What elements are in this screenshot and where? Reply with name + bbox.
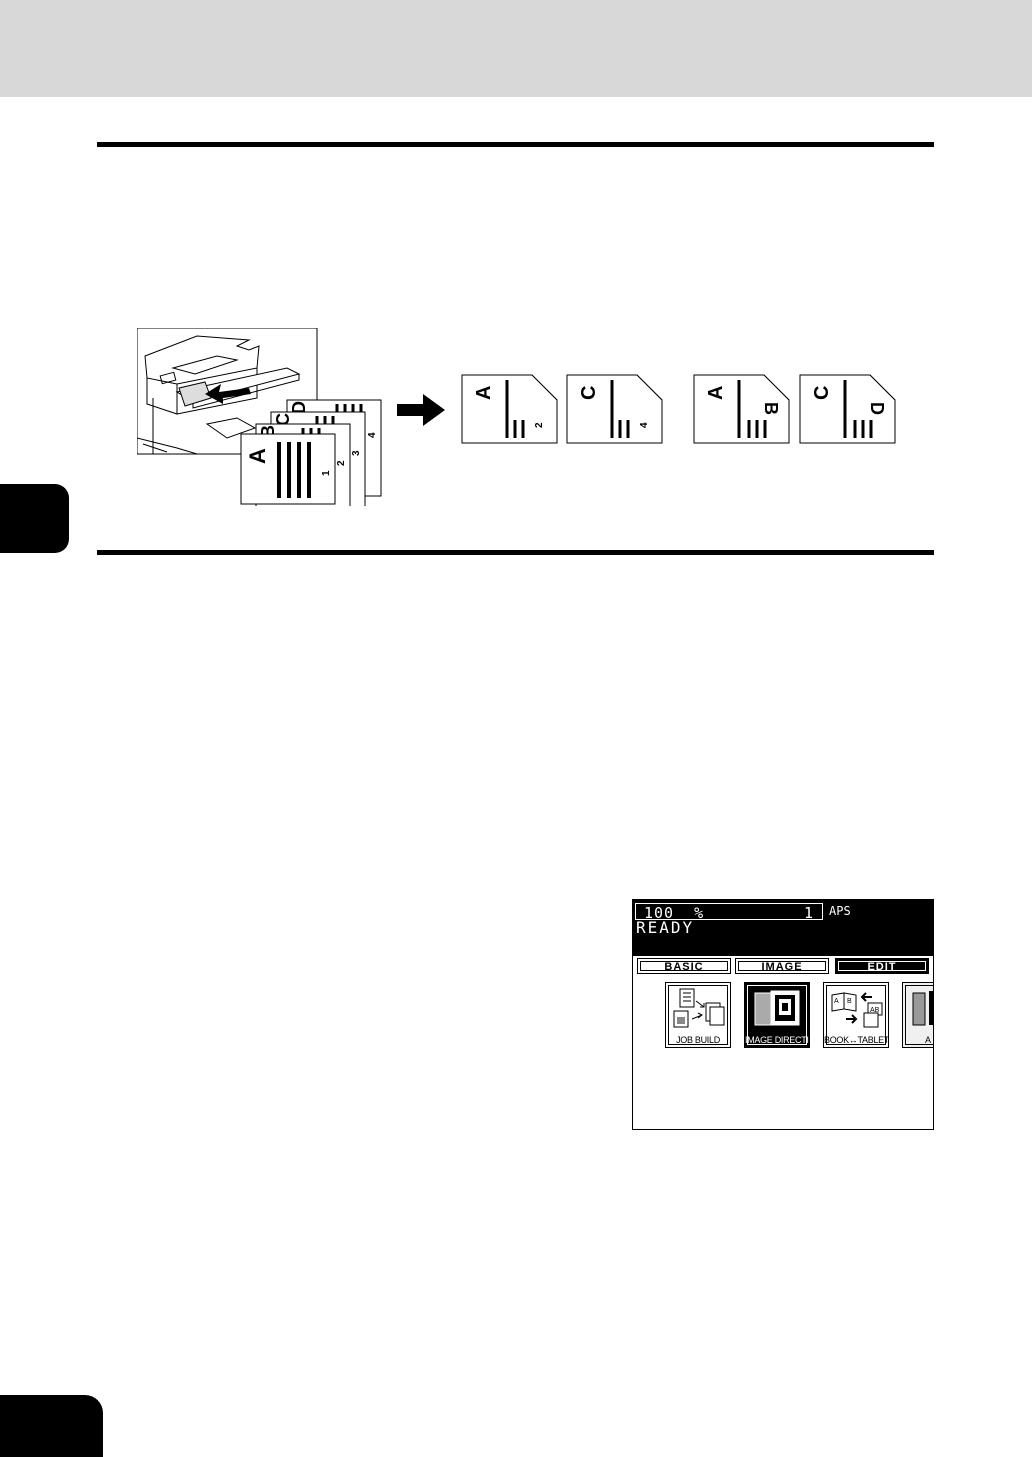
tab-edit-label: EDIT xyxy=(838,961,926,973)
annotation-icon xyxy=(912,991,933,1026)
output-sheet-2: C 4 xyxy=(566,374,663,444)
reproduction-ratio-box: 100 % 1 xyxy=(635,903,823,922)
paper-mode-label: APS xyxy=(829,904,851,918)
job-build-icon xyxy=(673,988,725,1028)
copier-feeder-drawing xyxy=(137,328,318,455)
book-tablet-icon: A B AB xyxy=(831,992,883,1028)
output-sheet-1: A 2 xyxy=(461,374,558,444)
tab-basic-label: BASIC xyxy=(640,961,728,973)
output-sheet-4: C D xyxy=(799,374,896,444)
output-back-letter-4: D xyxy=(867,402,887,415)
svg-text:B: B xyxy=(847,998,852,1005)
image-direction-button[interactable]: IMAGE DIRECTION xyxy=(744,982,810,1048)
panel-status-area: 100 % 1 APS READY xyxy=(633,900,933,956)
reproduction-ratio: 100 % xyxy=(644,904,705,922)
annotation-label: A xyxy=(925,1035,931,1045)
original-number-1: 1 xyxy=(321,470,332,476)
feed-arrow-icon xyxy=(205,384,251,404)
output-back-number-2: 4 xyxy=(639,422,650,428)
tab-image[interactable]: IMAGE xyxy=(735,958,829,974)
output-front-letter-4: C xyxy=(811,386,833,400)
right-arrow-icon xyxy=(397,394,445,426)
book-tablet-button[interactable]: A B AB BOOK↔TABLET xyxy=(823,982,889,1048)
chapter-side-tab xyxy=(0,484,69,553)
original-letter-1: A xyxy=(245,448,270,464)
copier-control-panel: 100 % 1 APS READY BASIC IMAGE EDIT JOB B… xyxy=(632,899,934,1130)
svg-text:AB: AB xyxy=(870,1007,880,1014)
original-letter-4: D xyxy=(289,401,309,414)
output-front-letter-1: A xyxy=(473,386,495,400)
original-page-1: A 1 xyxy=(240,433,336,505)
tab-image-label: IMAGE xyxy=(738,961,826,973)
svg-text:A: A xyxy=(834,998,839,1005)
job-build-label: JOB BUILD xyxy=(676,1035,720,1045)
copy-count: 1 xyxy=(804,904,814,922)
book-tablet-label: BOOK↔TABLET xyxy=(824,1035,889,1045)
image-direction-icon xyxy=(754,990,800,1026)
annotation-button[interactable]: A xyxy=(902,982,933,1048)
page-number-tab xyxy=(0,1395,103,1457)
duplex-illustration: D 4 C 3 B 2 A 1 A 2 C 4 A xyxy=(137,328,896,506)
job-build-button[interactable]: JOB BUILD xyxy=(665,982,731,1048)
output-front-letter-3: A xyxy=(705,386,727,400)
tab-basic[interactable]: BASIC xyxy=(637,958,731,974)
original-letter-3: C xyxy=(273,413,293,426)
output-back-letter-3: B xyxy=(761,402,781,415)
section-rule-middle xyxy=(97,550,934,555)
output-back-number-1: 2 xyxy=(534,422,545,428)
original-number-3: 3 xyxy=(351,450,362,456)
original-number-4: 4 xyxy=(367,432,378,438)
output-sheet-3: A B xyxy=(693,374,790,444)
tab-edit[interactable]: EDIT xyxy=(835,958,929,974)
output-front-letter-2: C xyxy=(578,386,600,400)
original-number-2: 2 xyxy=(336,460,347,466)
image-direction-label: IMAGE DIRECTION xyxy=(745,1035,809,1045)
header-band xyxy=(0,0,1032,97)
status-message: READY xyxy=(636,918,695,937)
section-rule-top xyxy=(97,142,934,147)
